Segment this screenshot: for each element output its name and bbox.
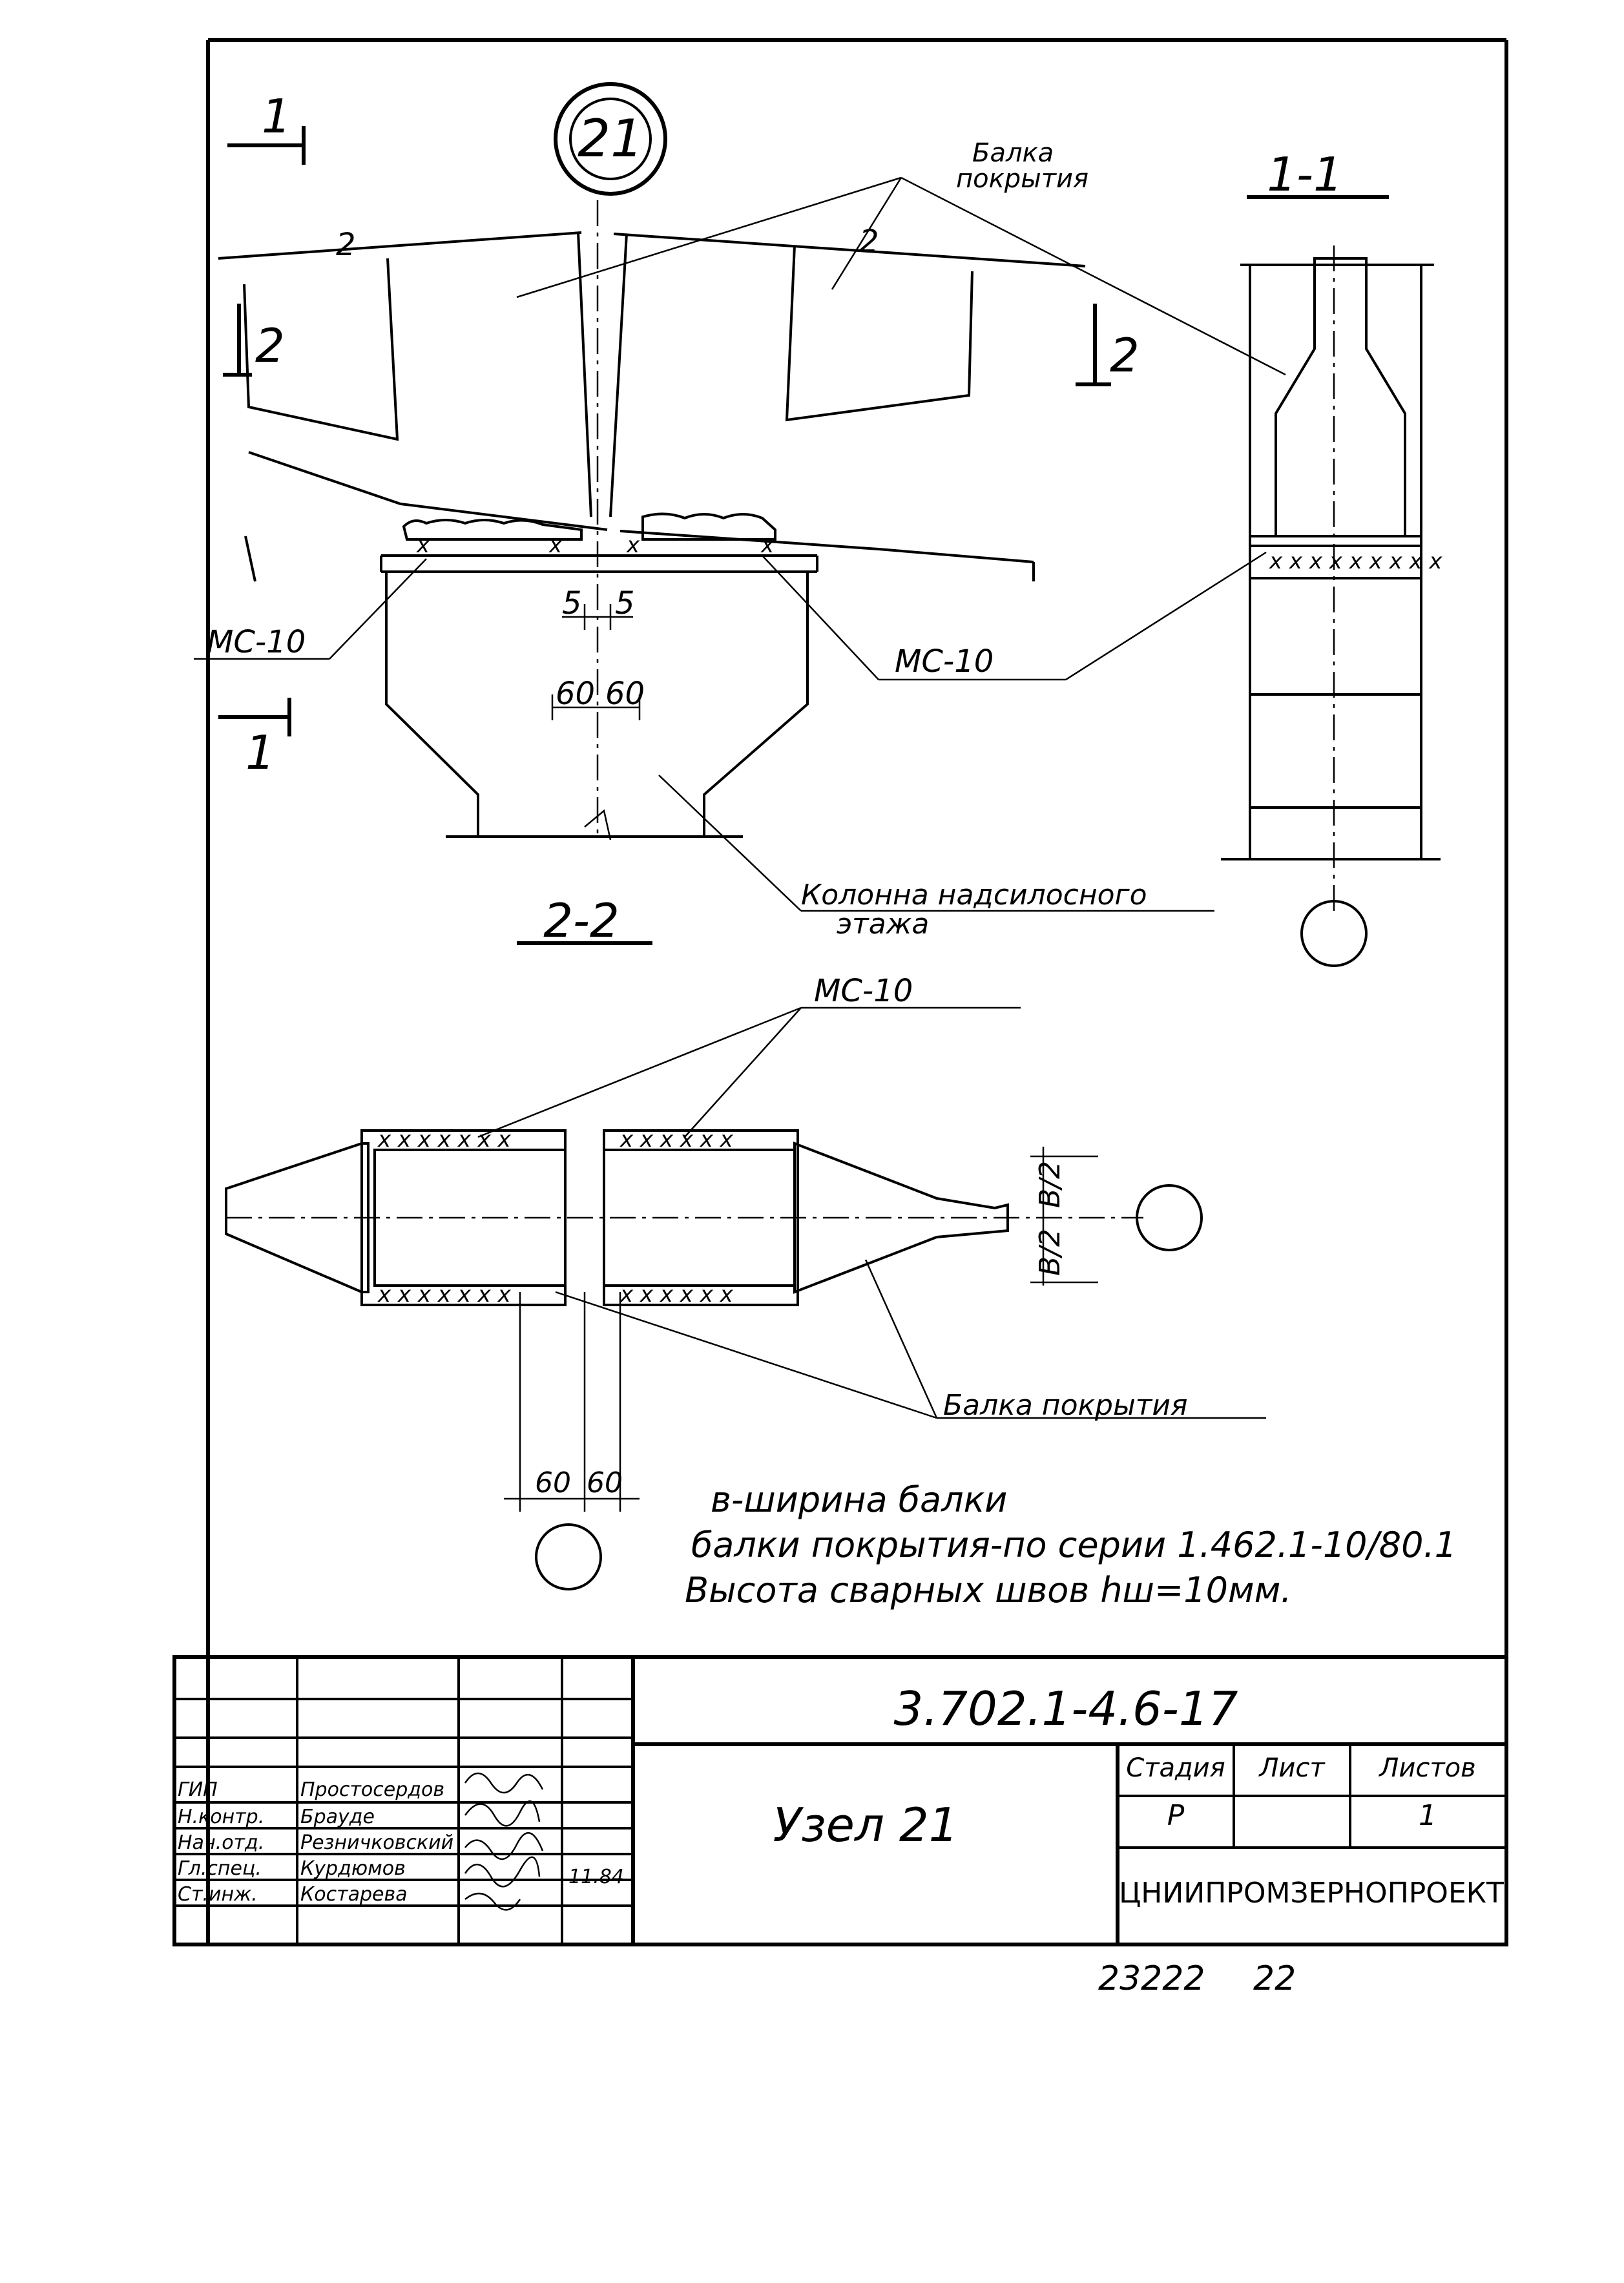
dim-gap-left: 5	[562, 585, 582, 621]
section-cut-1-bottom: 1	[218, 698, 291, 780]
svg-text:Лист: Лист	[1258, 1753, 1326, 1783]
svg-text:Н.контр.: Н.контр.	[178, 1806, 264, 1828]
section-1-1: 1-1 x x x x x x x x x	[1221, 147, 1442, 967]
section-2-2-title: 2-2	[543, 893, 619, 948]
dim-plan-right: 60	[587, 1466, 623, 1499]
svg-text:x x x x x x x x x: x x x x x x x x x	[1269, 548, 1442, 574]
dim-offset-left: 60	[556, 676, 595, 712]
section-cut-2-left: 2	[223, 304, 285, 377]
signature	[464, 1893, 521, 1911]
svg-text:Костарева: Костарева	[300, 1883, 408, 1906]
section-cut-1-top: 1	[227, 89, 306, 165]
svg-text:Простосердов: Простосердов	[300, 1778, 444, 1801]
dim-half-width-bottom: B/2	[1034, 1229, 1067, 1276]
mc10-plan-label: МС-10	[477, 973, 1021, 1138]
svg-text:x x x x x x: x x x x x x	[619, 1127, 734, 1152]
drawing-title: Узел 21	[773, 1798, 959, 1852]
note-2: балки покрытия-по серии 1.462.1-10/80.1	[691, 1525, 1457, 1565]
svg-text:1: 1	[1419, 1799, 1437, 1832]
svg-text:Р: Р	[1167, 1799, 1185, 1832]
svg-text:покрытия: покрытия	[956, 164, 1088, 194]
svg-text:x: x	[416, 532, 430, 558]
notes: в-ширина балки балки покрытия-по серии 1…	[685, 1479, 1457, 1611]
svg-text:2: 2	[1110, 328, 1140, 382]
elevation-view: 5 5 60 60 x x x x 2 2	[218, 200, 1086, 840]
section-2-2: 2-2 x x x x x x x x x x x x x x x x x x …	[225, 893, 1203, 1590]
svg-text:1: 1	[245, 725, 275, 780]
date: 11.84	[568, 1866, 624, 1888]
svg-text:x x x x x x x: x x x x x x x	[377, 1127, 512, 1152]
footer: 23222 22	[1098, 1959, 1296, 1998]
svg-text:2: 2	[255, 318, 285, 373]
svg-text:Колонна надсилосного: Колонна надсилосного	[801, 879, 1147, 912]
footer-number: 23222	[1098, 1959, 1205, 1998]
drawing-code: 3.702.1-4.6-17	[894, 1682, 1238, 1736]
svg-text:ГИП: ГИП	[178, 1778, 218, 1801]
title-block: 3.702.1-4.6-17 Узел 21 Стадия Лист Листо…	[172, 1655, 1508, 1946]
mc10-left-label: МС-10	[194, 558, 427, 660]
section-1-1-title: 1-1	[1267, 147, 1343, 202]
section-cut-2-right: 2	[1076, 304, 1140, 386]
dim-plan-left: 60	[535, 1466, 571, 1499]
note-3: Высота сварных швов hш=10мм.	[685, 1570, 1292, 1611]
svg-text:Ст.инж.: Ст.инж.	[178, 1883, 258, 1906]
svg-text:1: 1	[262, 89, 291, 143]
svg-text:Брауде: Брауде	[300, 1806, 375, 1828]
signature	[464, 1832, 544, 1861]
mc10-right-label: МС-10	[762, 551, 1267, 681]
svg-text:Гл.спец.: Гл.спец.	[178, 1857, 262, 1880]
footer-page: 22	[1253, 1959, 1296, 1998]
svg-text:Листов: Листов	[1378, 1753, 1475, 1783]
svg-text:Балка покрытия: Балка покрытия	[943, 1389, 1187, 1422]
node-marker: 21	[554, 82, 667, 196]
node-marker-label: 21	[578, 109, 643, 169]
svg-text:Курдюмов: Курдюмов	[300, 1857, 406, 1880]
svg-text:2: 2	[336, 227, 356, 263]
svg-text:МС-10: МС-10	[895, 643, 994, 680]
svg-text:МС-10: МС-10	[207, 624, 306, 660]
dim-offset-right: 60	[605, 676, 645, 712]
column-label: Колонна надсилосного этажа	[658, 775, 1214, 941]
svg-text:Стадия: Стадия	[1126, 1753, 1225, 1783]
organization: ЦНИИПРОМЗЕРНОПРОЕКТ	[1119, 1877, 1504, 1910]
svg-text:x: x	[760, 532, 775, 558]
signature	[464, 1856, 541, 1888]
dim-half-width-top: B/2	[1034, 1161, 1067, 1208]
signature	[464, 1772, 544, 1794]
note-1: в-ширина балки	[711, 1479, 1007, 1520]
svg-text:Нач.отд.: Нач.отд.	[178, 1831, 264, 1854]
svg-text:Балка: Балка	[972, 138, 1054, 168]
svg-text:x x x x x x x: x x x x x x x	[377, 1282, 512, 1308]
signature	[464, 1800, 541, 1827]
beam-plan-label: Балка покрытия	[555, 1259, 1266, 1422]
beam-top-label: Балка покрытия	[516, 138, 1286, 376]
svg-text:x: x	[626, 532, 640, 558]
svg-text:этажа: этажа	[837, 908, 929, 941]
svg-text:МС-10: МС-10	[814, 973, 913, 1009]
svg-text:x: x	[548, 532, 563, 558]
svg-text:Резничковский: Резничковский	[300, 1831, 453, 1854]
dim-gap-right: 5	[615, 585, 635, 621]
svg-text:x x x x x x: x x x x x x	[619, 1282, 734, 1308]
